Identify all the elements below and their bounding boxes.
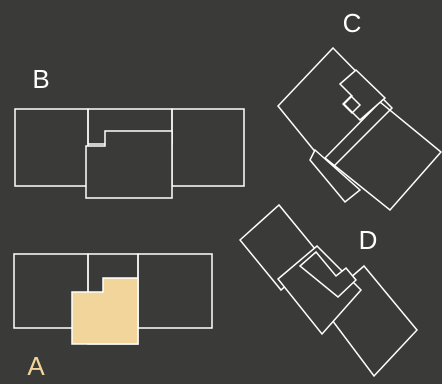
- figure-C-lower-block: [323, 100, 442, 212]
- figure-A[interactable]: [13, 253, 213, 345]
- figure-B-center-front-block: [85, 130, 173, 199]
- figure-C-label: C: [343, 8, 362, 38]
- figure-D-label: D: [359, 225, 378, 255]
- figure-B[interactable]: [14, 108, 245, 199]
- figure-D-center-block: [276, 244, 363, 336]
- figure-A-label: A: [27, 351, 45, 381]
- figure-A-highlighted-region: [71, 277, 139, 345]
- figure-C-inner-square: [341, 94, 362, 115]
- figure-D-inner-step: [298, 250, 358, 298]
- figure-D[interactable]: [238, 203, 418, 378]
- figure-C[interactable]: [277, 46, 442, 212]
- figure-C-center-block: [309, 148, 362, 204]
- figure-B-label: B: [32, 64, 49, 94]
